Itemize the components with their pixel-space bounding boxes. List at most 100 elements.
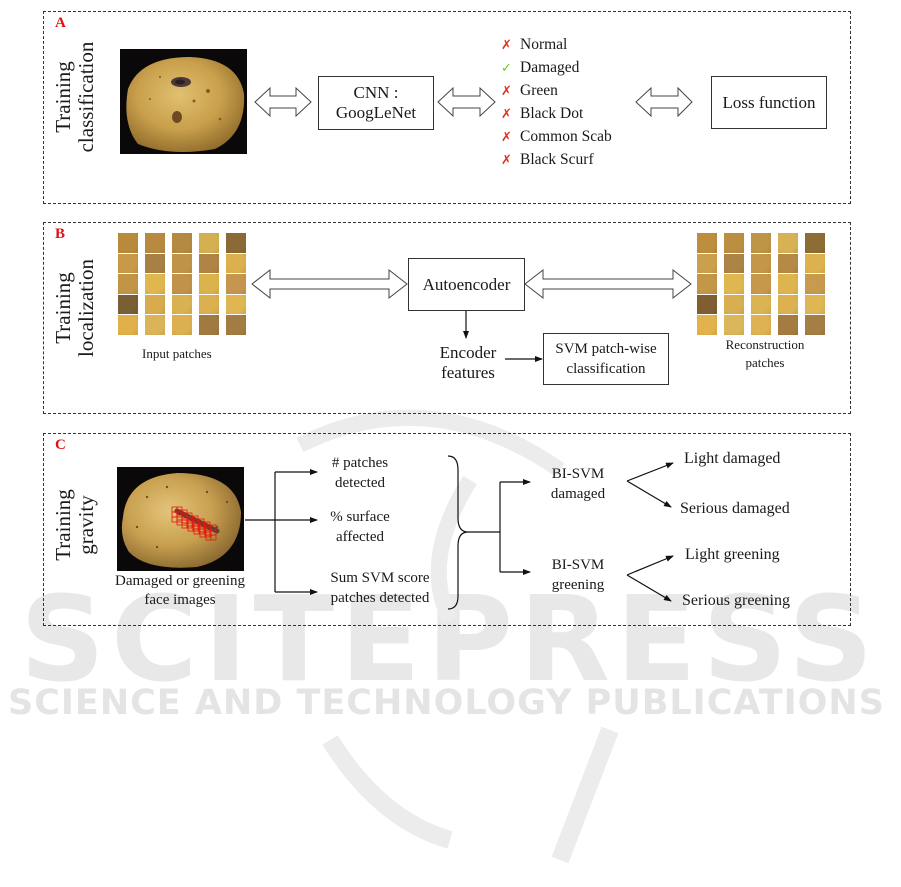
input-patches-grid	[118, 233, 248, 335]
cnn-box-line2: GoogLeNet	[335, 103, 417, 122]
image-patch	[697, 233, 717, 253]
class-item-black-dot: ✗ Black Dot	[501, 102, 583, 126]
image-patch	[697, 294, 717, 314]
image-caption-c: Damaged or greening face images	[100, 572, 260, 610]
image-patch	[172, 274, 192, 294]
cross-icon: ✗	[501, 130, 512, 145]
image-patch	[172, 233, 192, 253]
class-label: Damaged	[520, 59, 580, 76]
image-patch	[199, 253, 219, 273]
image-patch	[172, 315, 192, 335]
check-icon: ✓	[501, 61, 512, 76]
image-patch	[697, 253, 717, 273]
class-item-common-scab: ✗ Common Scab	[501, 125, 612, 149]
feature-line2: affected	[335, 529, 385, 545]
double-arrow-icon	[524, 268, 692, 300]
image-patch	[751, 274, 771, 294]
arrow-to-serious-damaged	[626, 480, 672, 508]
image-patch	[145, 274, 165, 294]
cnn-googlenet-box: CNN : GoogLeNet	[318, 76, 434, 130]
image-patch	[118, 294, 138, 314]
image-patch	[172, 253, 192, 273]
image-patch	[724, 253, 744, 273]
image-patch	[226, 274, 246, 294]
curly-brace	[447, 455, 469, 610]
panel-c	[43, 433, 851, 626]
output-light-damaged: Light damaged	[684, 450, 781, 467]
image-patch	[724, 233, 744, 253]
arrow-to-light-greening	[626, 555, 674, 576]
image-patch	[724, 294, 744, 314]
image-patch	[199, 274, 219, 294]
class-item-green: ✗ Green	[501, 79, 558, 103]
image-patch	[226, 233, 246, 253]
image-patch	[724, 274, 744, 294]
image-patch	[226, 253, 246, 273]
image-patch	[751, 315, 771, 335]
image-patch	[118, 233, 138, 253]
cross-icon: ✗	[501, 107, 512, 122]
detection-grid	[171, 506, 217, 541]
cross-icon: ✗	[501, 84, 512, 99]
output-light-greening: Light greening	[685, 546, 780, 563]
recon-line2: patches	[745, 355, 785, 370]
double-arrow-icon	[251, 268, 408, 300]
feature-surface-affected: % surface affected	[315, 507, 405, 547]
image-patch	[145, 315, 165, 335]
output-serious-damaged: Serious damaged	[680, 500, 790, 517]
svm-box-line1: SVM patch-wise	[555, 341, 657, 357]
image-patch	[697, 315, 717, 335]
feature-sum-svm-score: Sum SVM score patches detected	[318, 568, 442, 608]
image-patch	[118, 253, 138, 273]
classifier-line2: greening	[551, 577, 605, 593]
feature-line1: % surface	[330, 509, 390, 525]
image-patch	[805, 274, 825, 294]
feature-line2: patches detected	[330, 590, 430, 606]
classifier-line1: BI-SVM	[551, 466, 605, 482]
image-patch	[778, 253, 798, 273]
bi-svm-greening: BI-SVM greening	[540, 555, 616, 595]
image-patch	[226, 315, 246, 335]
feature-line1: # patches	[331, 455, 389, 471]
classifier-line2: damaged	[550, 486, 606, 502]
image-patch	[118, 274, 138, 294]
arrow-to-light-damaged	[626, 462, 674, 482]
double-arrow-icon	[437, 86, 496, 118]
panel-a-letter: A	[55, 15, 66, 31]
cross-icon: ✗	[501, 153, 512, 168]
svm-patchwise-box: SVM patch-wise classification	[543, 333, 669, 385]
class-label: Black Dot	[520, 105, 584, 122]
arrow-to-serious-greening	[626, 574, 672, 602]
feature-line1: Sum SVM score	[330, 570, 430, 586]
image-patch	[778, 315, 798, 335]
class-label: Common Scab	[520, 128, 612, 145]
image-patch	[751, 294, 771, 314]
encoder-line1: Encoder	[439, 343, 497, 362]
svm-box-line2: classification	[566, 361, 646, 377]
image-patch	[805, 294, 825, 314]
detected-patch-cell	[210, 534, 217, 541]
class-label: Normal	[520, 36, 568, 53]
detected-patch-cell	[192, 525, 199, 532]
image-caption-line1: Damaged or greening	[115, 573, 245, 589]
class-item-black-scurf: ✗Black Scurf	[501, 148, 594, 172]
image-patch	[145, 253, 165, 273]
image-patch	[724, 315, 744, 335]
feature-line2: detected	[335, 475, 385, 491]
image-patch	[145, 294, 165, 314]
class-label: Green	[520, 82, 558, 99]
image-patch	[805, 253, 825, 273]
recon-line1: Reconstruction	[725, 337, 805, 352]
reconstruction-caption: Reconstruction patches	[712, 336, 818, 372]
loss-function-box: Loss function	[711, 76, 827, 129]
watermark-sub: SCIENCE AND TECHNOLOGY PUBLICATIONS	[8, 683, 885, 723]
image-caption-line2: face images	[144, 592, 216, 608]
cnn-box-line1: CNN :	[353, 83, 399, 102]
detected-patch-cell	[186, 522, 193, 529]
bi-svm-damaged: BI-SVM damaged	[540, 464, 616, 504]
image-patch	[199, 294, 219, 314]
image-patch	[778, 233, 798, 253]
image-patch	[172, 294, 192, 314]
